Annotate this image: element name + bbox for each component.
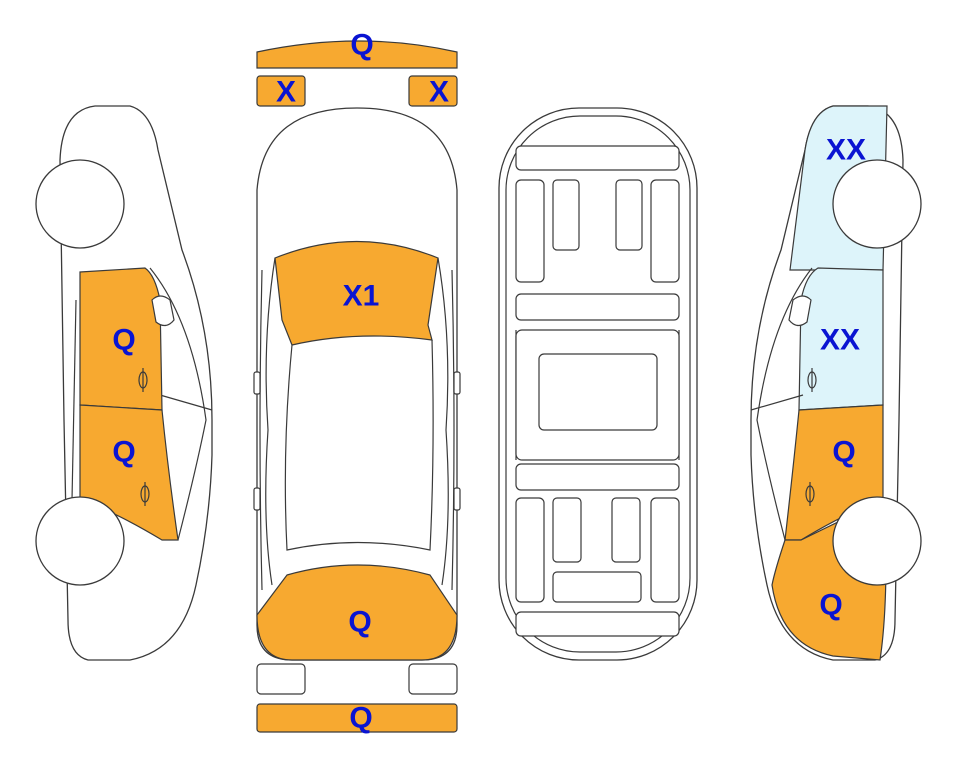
left-side-lower-sill [71, 299, 77, 501]
mirror-right [453, 371, 461, 395]
front-bumper-panel[interactable] [256, 40, 458, 69]
door-handle-right [453, 487, 461, 511]
left-front-door-panel[interactable] [79, 267, 163, 411]
underbody-center-plate [538, 353, 658, 431]
left-front-door-label: Q [112, 324, 135, 357]
left-mirror [151, 295, 175, 327]
headlight-right-panel[interactable] [408, 75, 458, 107]
front-parts: Q X X [256, 29, 458, 109]
left-rear-door-label: Q [112, 436, 135, 469]
left-rear-wheel [35, 496, 125, 586]
taillight-right[interactable] [408, 663, 458, 695]
underbody-front-bar [515, 145, 680, 171]
taillight-left[interactable] [256, 663, 306, 695]
underbody-crossmember-2 [515, 463, 680, 491]
right-side-roof-line [750, 394, 804, 411]
underbody-rear-right-box [611, 497, 641, 563]
underbody-crossmember-1 [515, 293, 680, 321]
a-pillar-left [265, 257, 276, 586]
underbody-front-right-box [615, 179, 643, 251]
underbody-rear-bar [515, 611, 680, 637]
right-mirror [788, 295, 812, 327]
underbody-front-right-rail [650, 179, 680, 283]
windshield-panel[interactable] [274, 240, 439, 346]
front-bumper-label: Q [350, 29, 373, 62]
headlight-right-label: X [429, 76, 449, 109]
rear-window-label: Q [348, 606, 371, 639]
left-front-wheel [35, 159, 125, 249]
mirror-left [253, 371, 261, 395]
right-front-door-handle [807, 368, 817, 392]
underbody-outer-rim [505, 115, 691, 653]
underbody-front-left-rail [515, 179, 545, 283]
windshield-label: X1 [343, 280, 380, 313]
car-top-view: X1 Q [253, 107, 461, 661]
right-side-window [756, 267, 813, 541]
rear-parts: Q [256, 663, 458, 735]
underbody-rear-right-rail [650, 497, 680, 603]
body-crease-right [451, 269, 455, 591]
body-crease-left [259, 269, 263, 591]
left-rear-door-handle [140, 482, 150, 506]
underbody-rear-box [552, 571, 642, 603]
car-left-side-view: Q Q [35, 105, 213, 661]
right-rear-door-label: Q [832, 436, 855, 469]
left-side-roof-line [159, 394, 213, 411]
a-pillar-right [437, 257, 449, 586]
underbody-rear-left-rail [515, 497, 545, 603]
right-rear-quarter-label: Q [819, 589, 842, 622]
right-front-wheel [832, 159, 922, 249]
rear-bumper-panel[interactable] [256, 703, 458, 733]
underbody-rear-left-box [552, 497, 582, 563]
headlight-left-panel[interactable] [256, 75, 306, 107]
underbody-front-left-box [552, 179, 580, 251]
roof-outline [284, 339, 434, 551]
rear-window-panel[interactable] [256, 564, 458, 661]
right-front-door-label: XX [820, 324, 860, 357]
door-handle-left [253, 487, 261, 511]
car-right-side-view: XX XX Q Q [750, 105, 922, 661]
right-front-door-panel[interactable] [798, 267, 884, 411]
right-rear-door-handle [805, 482, 815, 506]
right-rear-wheel [832, 496, 922, 586]
headlight-left-label: X [276, 76, 296, 109]
left-front-door-handle [138, 368, 148, 392]
car-underbody-view [498, 107, 698, 661]
left-side-window [149, 267, 207, 541]
rear-bumper-label: Q [349, 702, 372, 735]
right-front-fender-label: XX [826, 134, 866, 167]
